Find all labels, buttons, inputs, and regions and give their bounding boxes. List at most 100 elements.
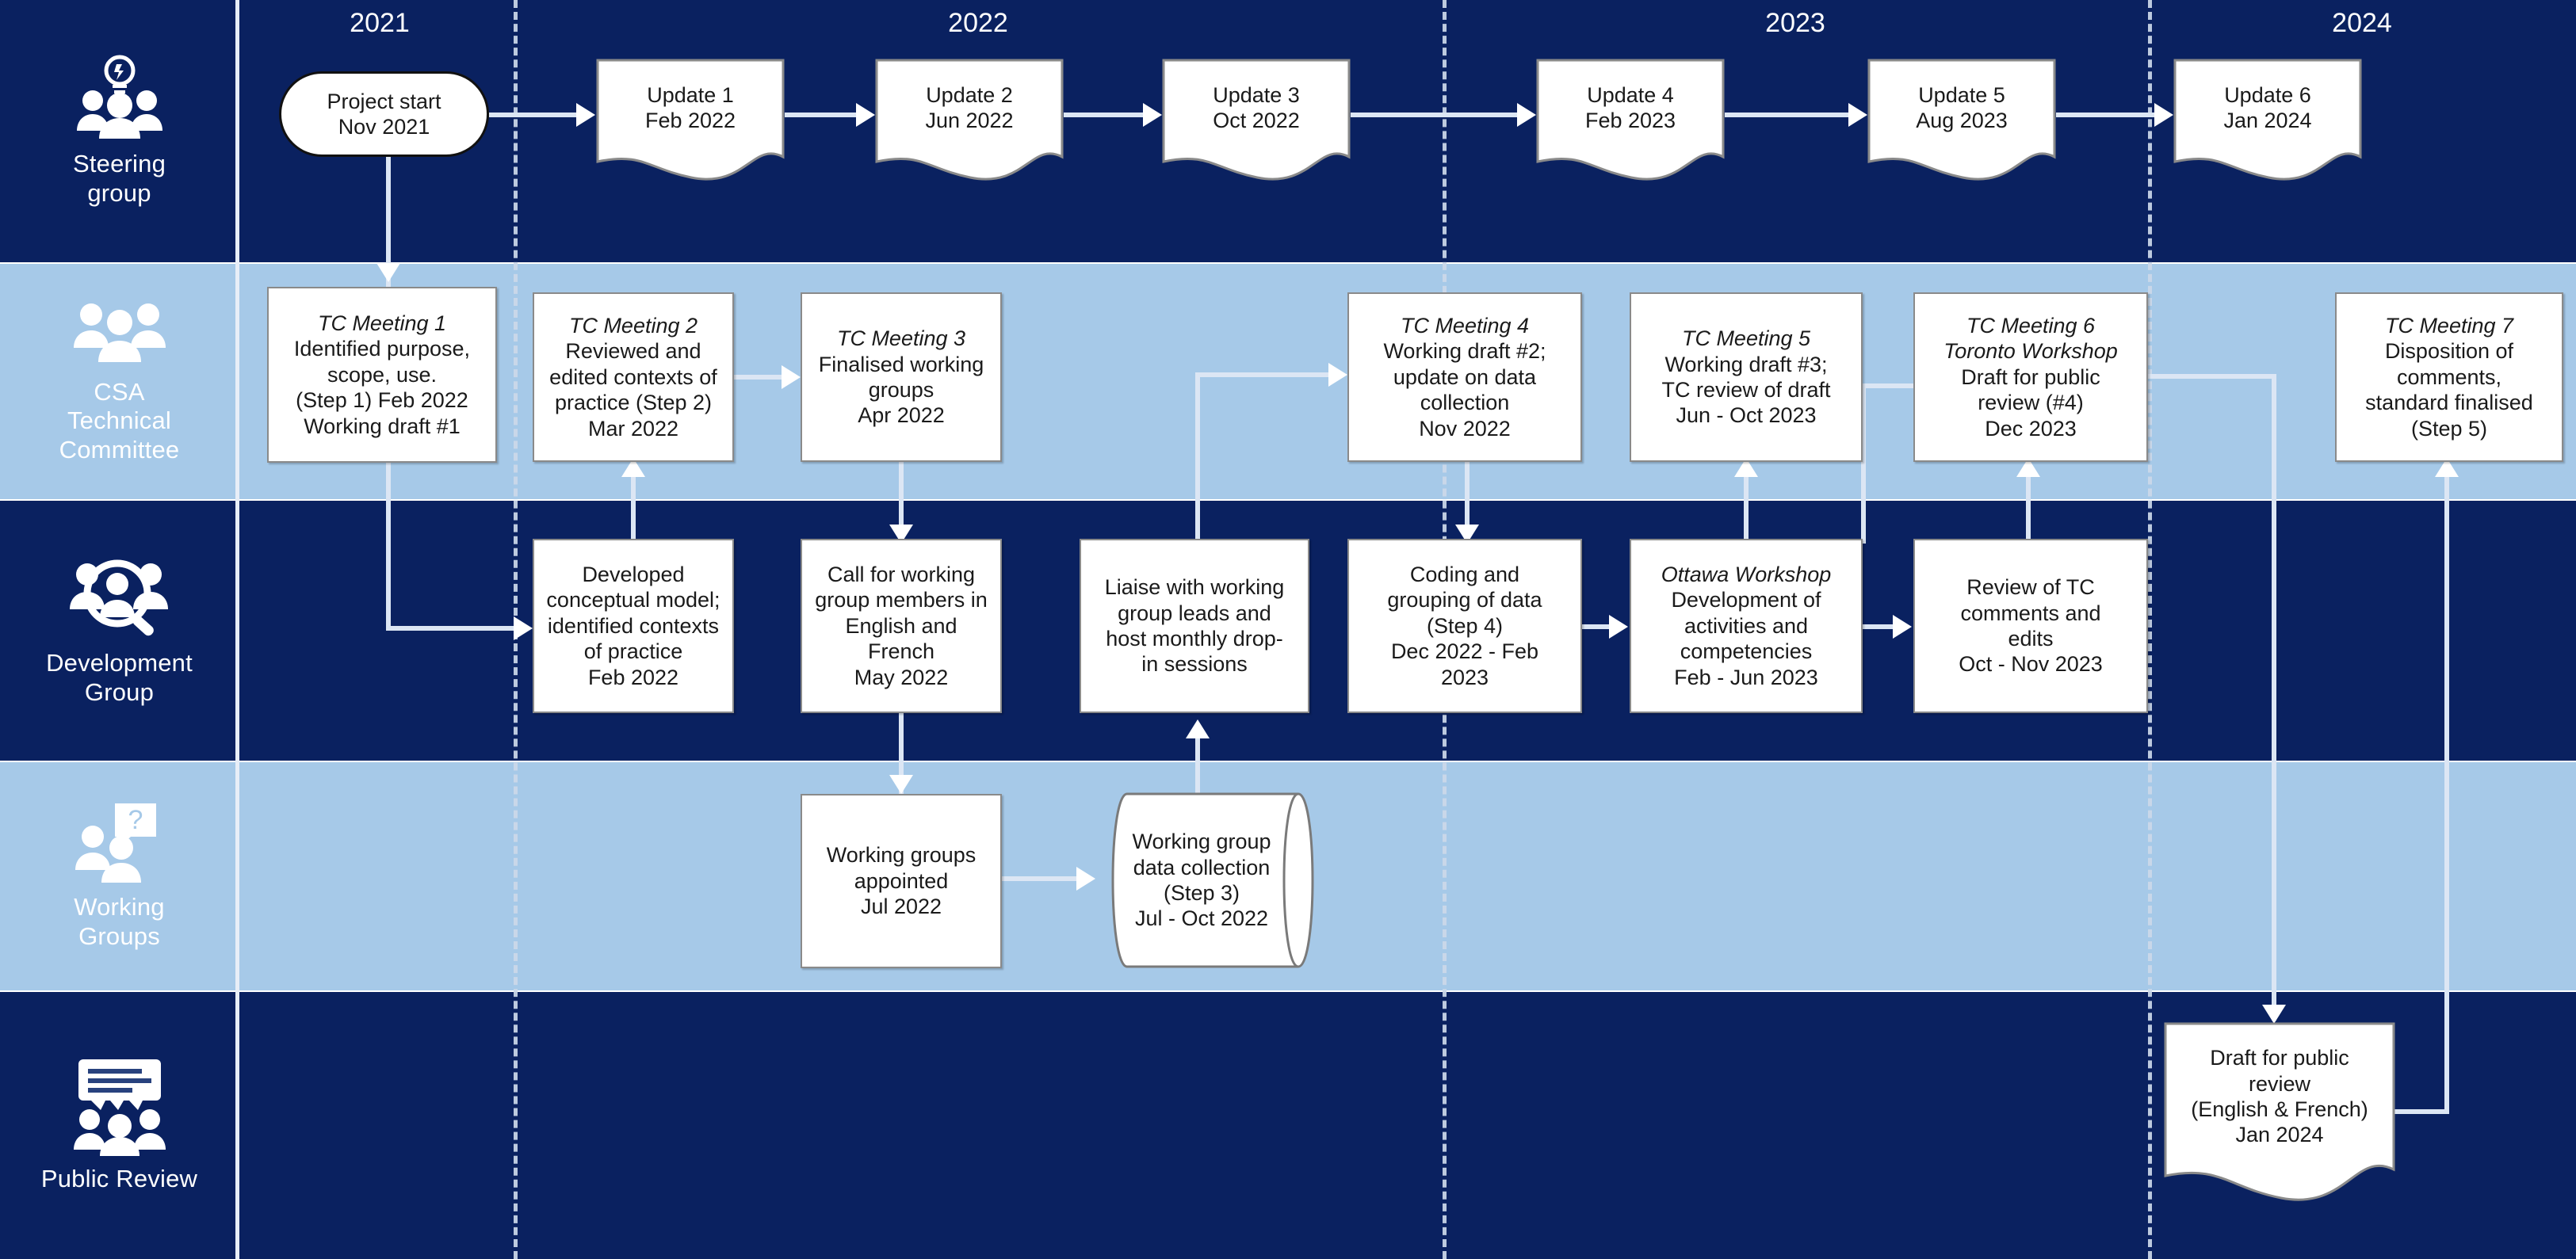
arrow-coding-to-ottawa [1609, 615, 1628, 639]
connector-call-to-wgappointed [899, 713, 904, 797]
arrow-start-to-devmodel [514, 616, 533, 640]
node-update-4[interactable]: Update 4 Feb 2023 [1536, 59, 1725, 184]
node-text: Developed conceptual model; identified c… [546, 563, 720, 689]
node-working-group-data-collection[interactable]: Working group data collection (Step 3) J… [1095, 792, 1330, 968]
document-shape-icon [875, 59, 1064, 181]
connector-u1-to-u2 [785, 113, 858, 117]
node-text: Call for working group members in Englis… [815, 563, 988, 689]
node-text: Update 3 Oct 2022 [1213, 82, 1300, 132]
arrow-u4-to-u5 [1848, 103, 1867, 127]
connector-u4-to-u5 [1725, 113, 1850, 117]
year-divider-2023-2024 [2148, 0, 2152, 1259]
connector-coding-to-ottawa [1582, 624, 1612, 629]
node-text: Update 1 Feb 2022 [644, 82, 736, 132]
node-text: Review of TC comments and edits Oct - No… [1959, 575, 2103, 677]
lane-label-text: Steering group [72, 149, 166, 207]
node-liaise-with-working-group-leads[interactable]: Liaise with working group leads and host… [1080, 539, 1309, 713]
document-shape-icon [2173, 59, 2362, 181]
lane-label-text: Working Groups [74, 892, 165, 950]
node-developed-conceptual-model[interactable]: Developed conceptual model; identified c… [533, 539, 734, 713]
svg-text:?: ? [128, 805, 143, 835]
arrow-call-to-wgappointed [889, 775, 913, 794]
connector-wgappointed-to-datacollection [1002, 876, 1078, 881]
people-group-icon [72, 299, 167, 370]
document-shape-icon [596, 59, 785, 181]
connector-draft-to-tc7-h [2391, 1109, 2449, 1114]
connector-tc3-to-call [899, 462, 904, 541]
lane-label-text: Public Review [40, 1164, 198, 1192]
node-text: Update 2 Jun 2022 [925, 82, 1014, 132]
arrow-tc5-to-review [1893, 615, 1912, 639]
lane-label-text: CSA Technical Committee [59, 377, 180, 464]
node-coding-and-grouping-of-data[interactable]: Coding and grouping of data (Step 4) Dec… [1347, 539, 1582, 713]
connector-liaise-to-tc4-v [1195, 372, 1200, 542]
people-question-icon: ? [72, 802, 167, 885]
node-update-1[interactable]: Update 1 Feb 2022 [596, 59, 785, 184]
lane-label-working: ? Working Groups [6, 764, 232, 989]
connector-draft-to-tc7-v [2444, 475, 2449, 1114]
node-call-for-working-group-members[interactable]: Call for working group members in Englis… [801, 539, 1002, 713]
connector-tc5-to-review-h [1861, 383, 1920, 388]
node-text: Draft for public review (English & Frenc… [2191, 1046, 2368, 1147]
connector-u5-to-u6 [2056, 113, 2156, 117]
year-label-2023: 2023 [1765, 8, 1825, 38]
connector-review-to-tc6 [2026, 475, 2031, 542]
node-working-groups-appointed[interactable]: Working groups appointed Jul 2022 [801, 794, 1002, 968]
lane-label-text: Development Group [46, 649, 193, 706]
lane-band-public-review [0, 992, 2576, 1259]
year-label-2024: 2024 [2332, 8, 2392, 38]
document-shape-icon [1536, 59, 1725, 181]
node-update-2[interactable]: Update 2 Jun 2022 [875, 59, 1064, 184]
connector-datacollection-to-liaise [1195, 737, 1200, 799]
document-shape-icon [2164, 1022, 2395, 1201]
connector-u2-to-u3 [1064, 113, 1145, 117]
connector-devmodel-to-tc2 [631, 475, 636, 542]
arrow-tc6-to-draft [2262, 1005, 2286, 1024]
year-label-2021: 2021 [350, 8, 410, 38]
people-comment-icon [64, 1058, 175, 1157]
people-idea-icon [72, 55, 167, 142]
node-text: Update 5 Aug 2023 [1916, 82, 2008, 132]
node-draft-for-public-review[interactable]: Draft for public review (English & Frenc… [2164, 1022, 2395, 1206]
cylinder-shape-icon [1111, 792, 1314, 968]
lane-label-development: Development Group [6, 502, 232, 759]
node-text: Liaise with working group leads and host… [1104, 575, 1285, 677]
node-update-5[interactable]: Update 5 Aug 2023 [1867, 59, 2056, 184]
connector-tc5-to-review-v [1861, 388, 1866, 544]
arrow-wgappointed-to-datacollection [1076, 867, 1095, 891]
lane-label-csa: CSA Technical Committee [6, 265, 232, 498]
node-text: Update 4 Feb 2023 [1584, 82, 1676, 132]
node-project-start[interactable]: Project start Nov 2021 [279, 71, 489, 157]
node-text: Project start Nov 2021 [327, 89, 441, 139]
node-text: Update 6 Jan 2024 [2223, 82, 2312, 132]
arrow-u3-to-u4 [1517, 103, 1536, 127]
document-shape-icon [1162, 59, 1351, 181]
arrow-u2-to-u3 [1143, 103, 1162, 127]
document-shape-icon [1867, 59, 2056, 181]
connector-tc6-to-draft-v [2272, 374, 2276, 1021]
connector-u3-to-u4 [1351, 113, 1519, 117]
connector-liaise-to-tc4-h [1195, 372, 1338, 377]
node-update-3[interactable]: Update 3 Oct 2022 [1162, 59, 1351, 184]
node-review-of-tc-comments[interactable]: Review of TC comments and edits Oct - No… [1913, 539, 2148, 713]
arrow-liaise-to-tc4 [1328, 363, 1347, 387]
arrow-datacollection-to-liaise [1186, 719, 1210, 738]
node-update-6[interactable]: Update 6 Jan 2024 [2173, 59, 2362, 184]
arrow-start-to-u1 [576, 103, 595, 127]
arrow-u1-to-u2 [856, 103, 875, 127]
arrow-u5-to-u6 [2154, 103, 2173, 127]
